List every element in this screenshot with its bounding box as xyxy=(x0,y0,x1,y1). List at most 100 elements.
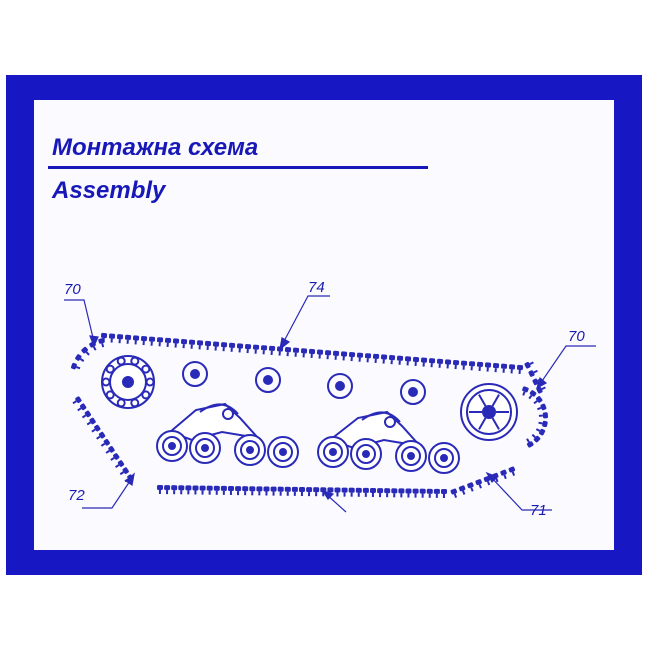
track-upper-run xyxy=(108,333,116,343)
track-upper-run xyxy=(444,359,452,369)
track-upper-run xyxy=(476,361,484,371)
track-upper-run xyxy=(196,340,204,350)
track-bottom-run xyxy=(348,487,355,497)
title-english: Assembly xyxy=(52,177,166,204)
track-front-lower xyxy=(96,431,106,440)
track-upper-run xyxy=(380,354,388,364)
track-upper-run xyxy=(164,337,172,347)
track-front-curve xyxy=(81,346,90,356)
track-bottom-run xyxy=(256,486,263,496)
sprocket-tooth xyxy=(116,356,126,366)
track-rear-curve xyxy=(538,420,548,428)
track-bottom-run xyxy=(242,486,249,496)
track-rear-lower xyxy=(450,488,458,498)
track-upper-run xyxy=(140,335,148,346)
idler-wheel-icon xyxy=(460,383,518,441)
track-upper-run xyxy=(492,363,500,373)
track-front-lower xyxy=(77,403,87,412)
callout-70-right: 70 xyxy=(568,328,585,345)
leader-lines xyxy=(64,295,596,513)
track-upper-run xyxy=(204,340,212,351)
track-bottom-run xyxy=(440,488,448,499)
callout-74: 74 xyxy=(308,279,325,296)
track-upper-run xyxy=(148,336,156,346)
track-rear-curve xyxy=(535,428,546,436)
track-upper-run xyxy=(508,364,516,374)
track-upper-run xyxy=(236,343,244,353)
callout-70-left: 70 xyxy=(64,281,81,298)
track-bottom-run xyxy=(298,486,306,497)
track-upper-run xyxy=(428,358,436,368)
leader-line-70-right xyxy=(539,345,596,385)
track-bottom-run xyxy=(270,486,277,496)
track-bottom-run xyxy=(206,485,213,495)
track-bottom-run xyxy=(171,485,178,495)
track-bottom-run xyxy=(291,486,298,496)
sprocket-tooth xyxy=(145,377,155,387)
bogie-assembly-icon xyxy=(156,402,299,468)
track-rear-lower xyxy=(483,475,491,486)
track-rear-lower xyxy=(500,469,507,480)
leader-line-70-left xyxy=(64,299,95,343)
sprocket-tooth xyxy=(116,398,126,408)
return-roller-icon xyxy=(255,367,281,393)
track-bottom-run xyxy=(263,486,270,496)
track-upper-run xyxy=(372,353,380,363)
track-front-lower xyxy=(72,396,82,405)
track-rear-upper xyxy=(536,386,546,394)
track-rear-lower xyxy=(467,482,474,492)
track-upper-run xyxy=(364,353,372,363)
callout-72: 72 xyxy=(68,487,85,504)
track-upper-run xyxy=(300,348,308,358)
track-upper-run xyxy=(180,339,188,349)
track-front-lower xyxy=(100,438,110,447)
track-upper-run xyxy=(252,344,260,354)
title-bulgarian: Монтажна схема xyxy=(52,134,259,161)
track-rear-upper xyxy=(528,369,538,377)
track-upper-run xyxy=(324,350,332,360)
track-upper-run xyxy=(500,363,508,373)
track-upper-run xyxy=(220,342,228,352)
track-upper-run xyxy=(132,335,140,345)
sprocket-tooth xyxy=(105,390,115,400)
track-upper-run xyxy=(188,339,196,349)
bogie-assembly-icon xyxy=(317,410,460,474)
track-upper-run xyxy=(356,352,364,362)
track-rear-upper xyxy=(524,361,534,369)
track-bottom-run xyxy=(213,485,220,495)
return-roller-icon xyxy=(400,379,426,405)
track-rear-curve xyxy=(531,433,541,443)
track-upper-run xyxy=(316,349,324,359)
track-upper-run xyxy=(412,356,420,367)
track-rear-curve xyxy=(533,396,543,405)
track-upper-run xyxy=(484,362,492,372)
track-bottom-run xyxy=(235,486,242,496)
leader-line-71 xyxy=(489,475,552,511)
track-rear-lower xyxy=(475,479,482,489)
track-bottom-run xyxy=(192,485,199,495)
track-rear-lower xyxy=(458,485,466,495)
track-bottom-run xyxy=(185,485,192,495)
track-upper-run xyxy=(308,348,316,359)
track-upper-run xyxy=(284,347,292,357)
track-upper-run xyxy=(172,338,180,348)
sprocket-tooth xyxy=(141,364,151,374)
track-bottom-run xyxy=(405,488,412,498)
track-bottom-run xyxy=(355,487,362,497)
track-upper-run xyxy=(468,361,476,371)
track-upper-run xyxy=(436,358,444,368)
track-rear-lower xyxy=(508,466,516,476)
track-bottom-run xyxy=(178,485,185,495)
track-upper-run xyxy=(420,357,428,367)
callout-71: 71 xyxy=(530,502,547,519)
leader-line-72 xyxy=(82,477,133,509)
track-front-curve xyxy=(98,338,105,348)
track-bottom-run xyxy=(284,486,291,496)
track-upper-run xyxy=(228,342,236,352)
track-rear-curve xyxy=(528,390,537,400)
track-upper-run xyxy=(388,355,396,365)
track-bottom-run xyxy=(426,488,433,498)
track-bottom-run xyxy=(156,484,164,495)
track-front-lower xyxy=(110,453,120,461)
